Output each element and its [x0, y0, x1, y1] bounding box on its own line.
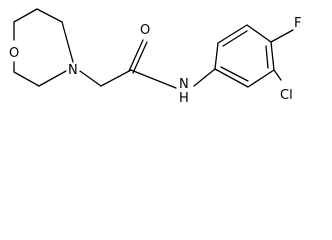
amide-nitrogen-label: N: [179, 77, 189, 92]
bond-ar-5: [247, 69, 275, 88]
acetamide-linker: [79, 39, 216, 89]
bond-ar-inner-2: [265, 45, 269, 69]
bond-ch2-carbonyl: [100, 69, 132, 87]
bond-ar-inner-3: [220, 66, 249, 82]
morpholine-ring: [13, 8, 74, 87]
bond-ar-2: [217, 24, 248, 44]
bond-nh-aryl: [193, 68, 216, 87]
bond-c3-n: [61, 21, 74, 63]
bond-c4-c5: [13, 71, 40, 87]
amide-hydrogen-label: H: [179, 91, 189, 106]
bond-carbonyl-double-b: [132, 41, 148, 74]
molecule-structure: O N O N H F Cl: [9, 8, 301, 106]
bond-c1-c2: [13, 8, 38, 23]
bond-ar-6: [214, 68, 249, 88]
bond-ar-cl: [273, 69, 282, 81]
morpholine-nitrogen-label: N: [68, 63, 78, 78]
bond-ar-inner-1: [222, 30, 248, 47]
bond-ar-1: [214, 42, 219, 70]
bond-c2-c3: [36, 8, 63, 23]
benzene-ring: [214, 24, 275, 88]
carbonyl-oxygen-label: O: [140, 23, 150, 38]
chlorine-label: Cl: [280, 88, 293, 103]
bond-n-ch2: [79, 70, 102, 87]
bond-ar-f: [270, 29, 294, 43]
morpholine-oxygen-label: O: [9, 46, 19, 61]
bond-ar-4: [270, 41, 275, 71]
bond-carbonyl-double-a: [128, 39, 144, 72]
bond-carbonyl-nh: [130, 69, 177, 89]
halogen-substituents: [270, 29, 294, 81]
bond-ar-3: [246, 24, 272, 43]
bond-n-c4: [38, 70, 67, 87]
fluorine-label: F: [294, 16, 301, 31]
